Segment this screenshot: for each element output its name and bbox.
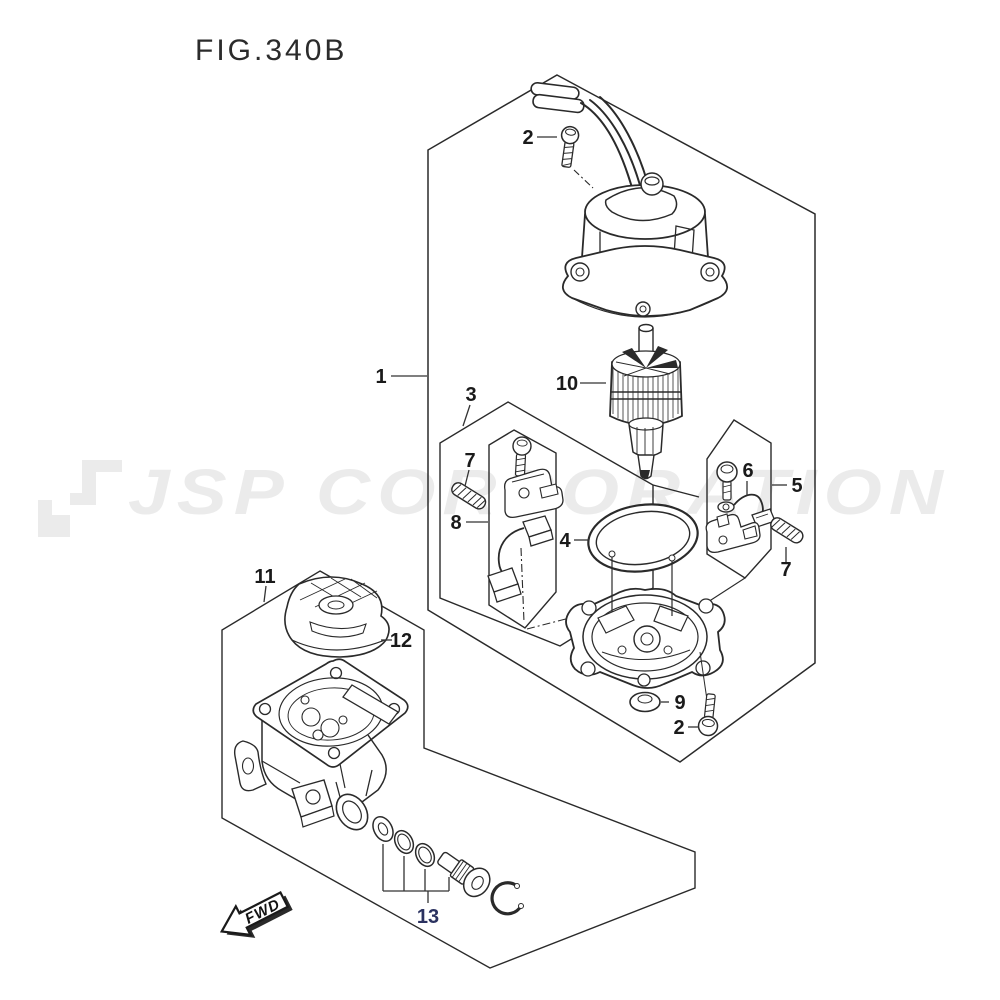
figure-title: FIG.340B [195,34,347,67]
brush-kit-box [439,401,700,647]
callout-10: 10 [556,373,578,395]
leader-line [263,136,787,728]
filter-plate [284,576,390,658]
mount-ear [233,740,267,792]
brush-seat [597,605,635,634]
callout-2-bottom: 2 [673,717,684,739]
watermark: JSP CORPORATION [38,456,944,537]
flange-bolt-hole [698,598,714,614]
o-ring [587,503,699,573]
pump-divider [342,684,399,725]
pump-body [233,658,409,831]
flange-bolt-hole [580,661,596,677]
bolt-ear-hole [700,262,720,282]
center-line [573,169,594,189]
mounting-screw-top [560,125,594,189]
callout-6: 6 [742,460,753,482]
callout-5: 5 [791,475,802,497]
mounting-screw-bottom [697,651,719,737]
trim-motor [530,82,728,318]
center-line [520,547,525,623]
pump-port [335,793,369,831]
callout-7-left: 7 [464,450,475,472]
pump-assembly-box [221,570,696,969]
brush-pin [611,556,673,616]
callout-7-right: 7 [780,559,791,581]
armature [609,323,683,480]
jsp-logo-icon [38,500,70,537]
brush-spring-right [770,517,804,544]
callout-11: 11 [254,566,275,588]
motor-assembly-box [427,74,816,763]
callout-1: 1 [375,366,386,388]
fwd-arrow: FWD [219,891,293,938]
manual-release-valve [437,851,491,898]
callout-13: 13 [417,906,439,928]
callout-4: 4 [559,530,571,552]
flange-bolt-hole [581,600,597,616]
grommet [629,691,661,713]
wire-connector [532,93,585,114]
valve-washer-set [372,816,436,868]
flange-bolt-hole [637,673,651,687]
brush-spring-left [451,482,487,510]
callout-9: 9 [674,692,685,714]
callout-12: 12 [390,630,412,652]
terminal-washer [717,501,735,513]
brush-seat [653,605,689,632]
brush-screw [512,436,532,477]
snap-ring [490,881,524,916]
fwd-arrow-icon [219,891,290,937]
jsp-logo-icon [70,460,122,505]
brush-holder [504,468,564,519]
callout-8: 8 [450,512,461,534]
callout-3: 3 [465,384,476,406]
callout-2-top: 2 [522,127,533,149]
motor-flange [562,245,728,317]
bolt-ear-hole [570,262,590,282]
brush-holder2-box [705,419,776,579]
motor-base-flange [565,550,726,689]
armature-fan [611,350,681,378]
terminal-screw [716,461,738,501]
pump-flange [252,658,409,768]
leader-line [382,844,450,903]
brush-holder-box [487,429,564,629]
